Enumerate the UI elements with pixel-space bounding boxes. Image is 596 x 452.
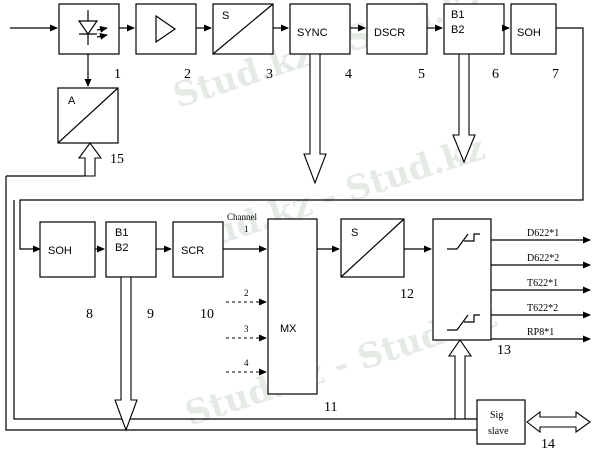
adc-a-block: A [57, 87, 119, 144]
block-number-10: 10 [200, 307, 214, 322]
block-number-9: 9 [147, 307, 154, 322]
block-number-12: 12 [400, 287, 414, 302]
soh-top-label: SOH [517, 27, 541, 39]
sig-slave-block: Sig slave [476, 399, 526, 445]
sync-bus-arrow [303, 53, 327, 185]
output-label-rp8-1: RP8*1 [527, 327, 554, 338]
block-number-15: 15 [110, 152, 124, 167]
soh-top-block: SOH [510, 3, 557, 55]
soh-bottom-label: SOH [48, 245, 72, 257]
scr-block: SCR [172, 221, 224, 278]
output-label-d622-1: D622*1 [527, 228, 559, 239]
feedback-line-top [19, 27, 584, 253]
return-line-bottom [13, 200, 477, 420]
block-number-14: 14 [541, 437, 555, 452]
b1b2-top-block: B1 B2 [443, 3, 505, 55]
block-number-8: 8 [86, 307, 93, 322]
s-output-block: S [340, 218, 405, 278]
watermark: Stud.kz - Stud.kz Stud.kz - Stud.kz Stud… [168, 0, 501, 435]
mx-label: MX [280, 323, 297, 335]
block-number-5: 5 [418, 67, 425, 82]
sig-slave-line2: slave [488, 426, 509, 437]
block-number-6: 6 [492, 67, 499, 82]
channel-4-label: 4 [244, 358, 249, 368]
sync-block: SYNC [289, 3, 351, 55]
sig-slave-bidirectional-arrow [526, 410, 591, 434]
mx-block: MX [267, 218, 318, 395]
relay-block [432, 218, 492, 341]
b1b2-bottom-block: B1 B2 [105, 221, 157, 278]
block-number-11: 11 [324, 400, 337, 415]
soh-bottom-block: SOH [39, 221, 96, 278]
block-number-7: 7 [552, 67, 559, 82]
channel-label: Channel [227, 212, 257, 222]
photodiode-block [58, 3, 120, 55]
s-output-label: S [351, 227, 358, 239]
block-number-1: 1 [114, 67, 121, 82]
block-number-2: 2 [184, 67, 191, 82]
sig-slave-line1: Sig [490, 410, 503, 421]
sync-label: SYNC [297, 27, 328, 39]
block-number-3: 3 [266, 67, 273, 82]
adc-a-label: A [68, 95, 76, 107]
dscr-label: DSCR [374, 27, 405, 39]
scr-label: SCR [181, 245, 204, 257]
b1b2-top-line1: B1 [451, 9, 464, 21]
feedback-line-bottom [5, 176, 477, 431]
b1b2-bottom-line2: B2 [115, 242, 128, 254]
b1b2-bus-to-adc [77, 53, 476, 177]
b1b2-top-line2: B2 [451, 24, 464, 36]
b1b2-bottom-bus-arrow [114, 276, 138, 432]
relay-control-arrow [447, 339, 473, 420]
channel-3-label: 3 [244, 324, 249, 334]
channel-1-label: 1 [244, 224, 249, 234]
block-number-4: 4 [345, 67, 352, 82]
s-converter-block: S [212, 3, 274, 55]
output-lines [491, 236, 591, 343]
output-label-t622-1: T622*1 [527, 278, 558, 289]
block-number-13: 13 [497, 343, 511, 358]
b1b2-bottom-line1: B1 [115, 227, 128, 239]
output-label-d622-2: D622*2 [527, 253, 559, 264]
channel-2-label: 2 [244, 288, 249, 298]
amplifier-block [135, 3, 197, 55]
dscr-block: DSCR [366, 3, 428, 55]
s-converter-label: S [222, 10, 229, 22]
output-label-t622-2: T622*2 [527, 303, 558, 314]
